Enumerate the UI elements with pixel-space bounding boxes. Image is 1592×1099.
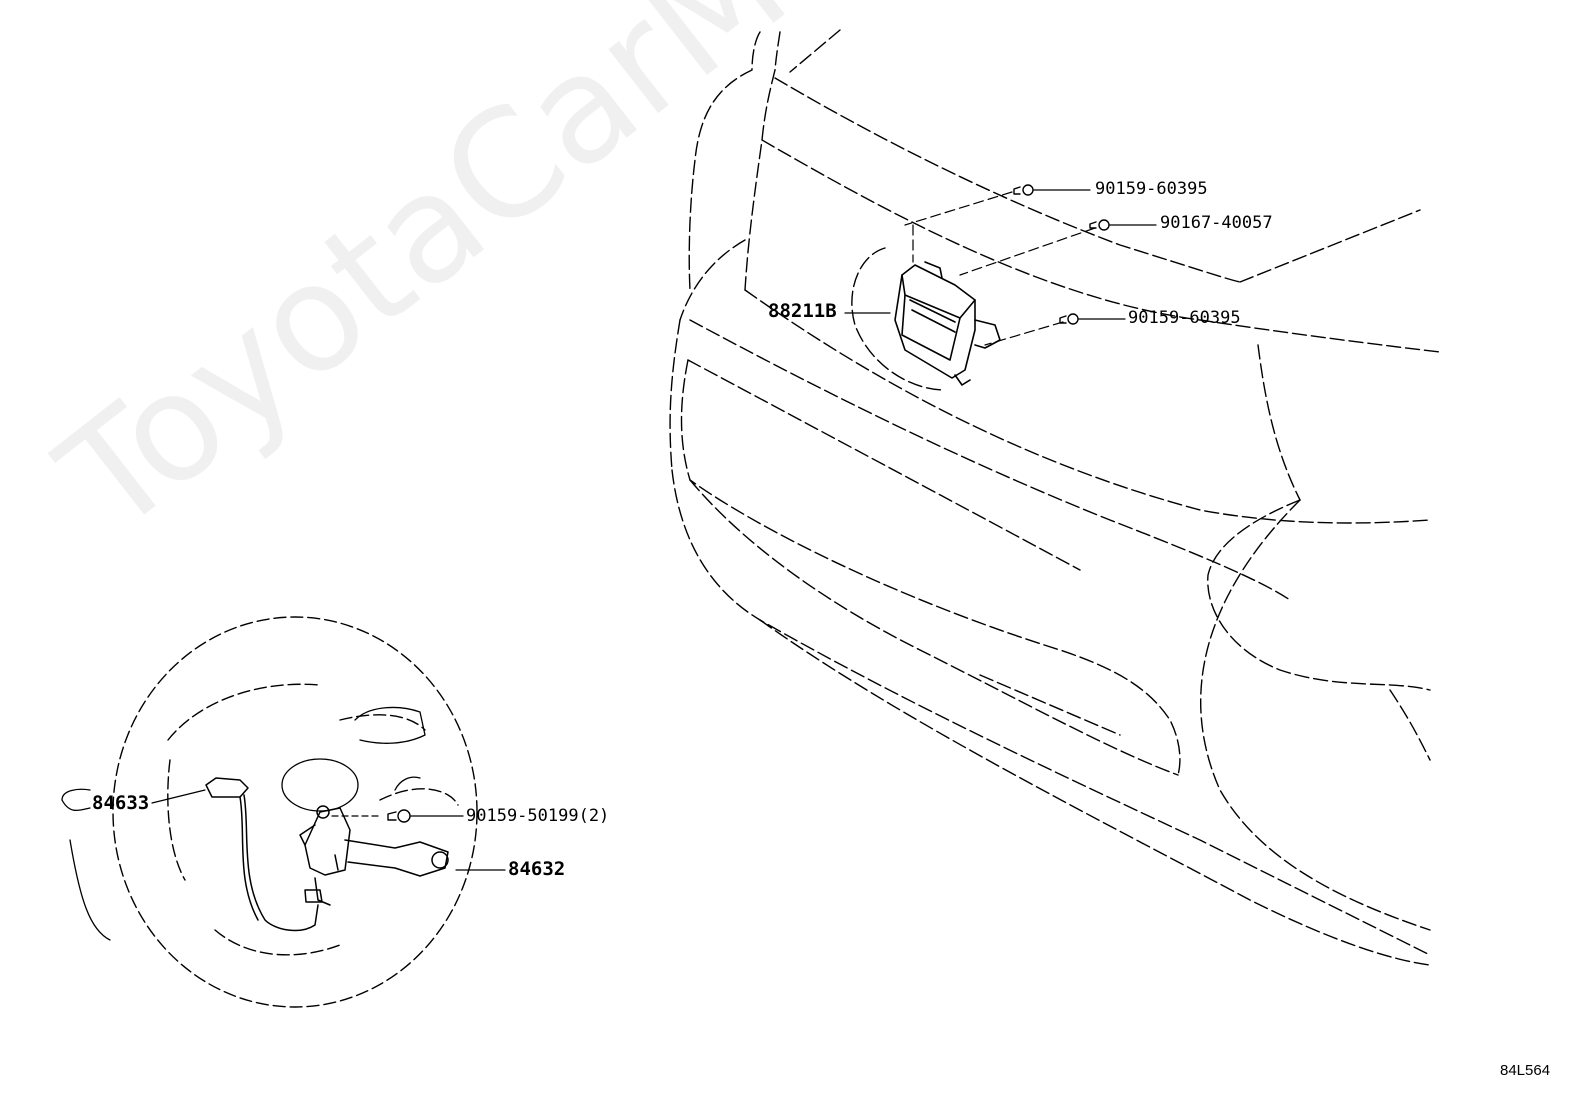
vehicle-front-outline [669, 29, 1441, 966]
part-label-90159-60395-mid[interactable]: 90159-60395 [1128, 308, 1241, 328]
part-label-84632[interactable]: 84632 [508, 858, 566, 880]
bolt-90159-60395-top [1013, 184, 1034, 196]
part-label-84633[interactable]: 84633 [92, 792, 150, 814]
steering-label-leaders [151, 789, 506, 871]
part-label-90159-60395-top[interactable]: 90159-60395 [1095, 179, 1208, 199]
bolt-90167-40057 [1089, 219, 1110, 231]
part-label-88211B[interactable]: 88211B [768, 300, 837, 322]
wire-harness [205, 777, 323, 932]
steering-wheel-outline [112, 616, 478, 1008]
bolt-90159-50199 [387, 809, 411, 823]
part-label-90167-40057[interactable]: 90167-40057 [1160, 213, 1273, 233]
ecu-label-leaders [844, 189, 1157, 320]
distance-control-ecu [894, 261, 1001, 386]
diagram-code: 84L564 [1500, 1062, 1551, 1079]
steering-wheel-spokes [61, 706, 426, 941]
bolt-leader-lines [904, 191, 1096, 346]
part-label-90159-50199[interactable]: 90159-50199(2) [466, 806, 610, 826]
cruise-control-switch [299, 805, 449, 906]
bolt-90159-60395-mid [1059, 313, 1079, 325]
